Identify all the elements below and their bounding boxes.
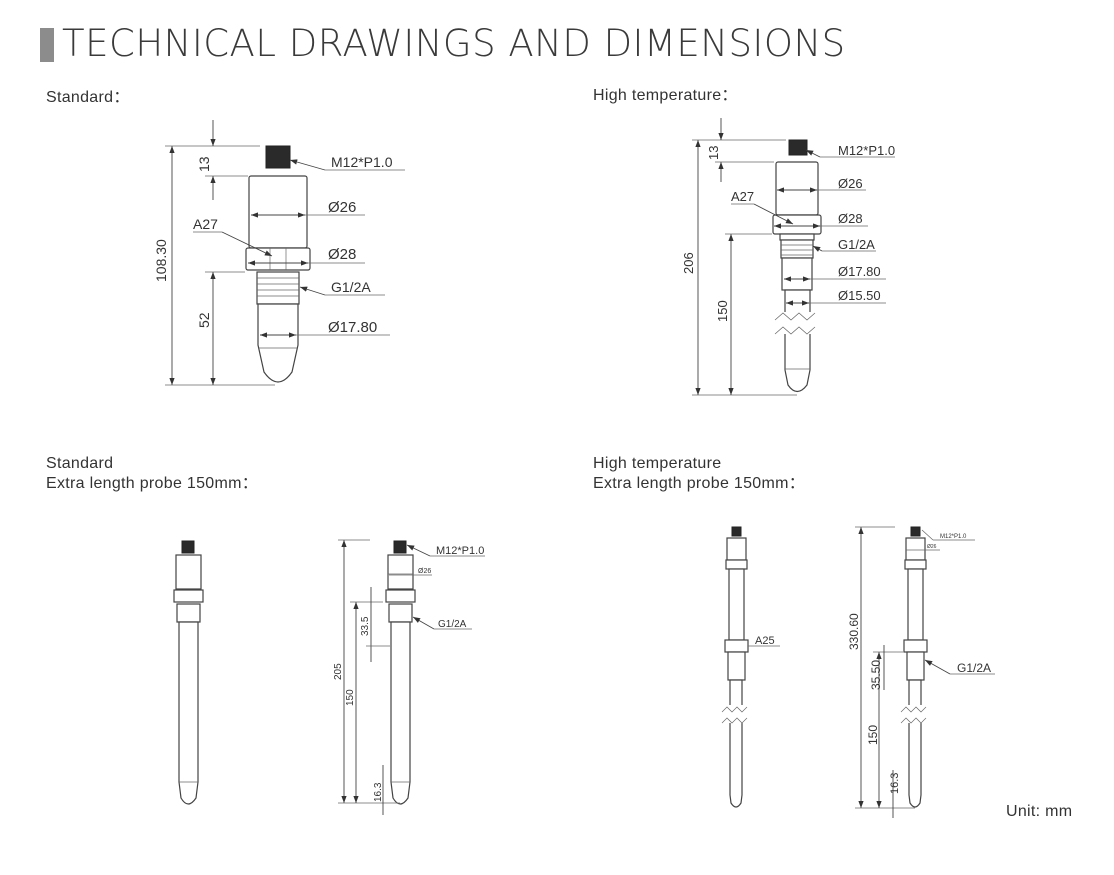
drawing-standard-extra-plain bbox=[173, 540, 204, 805]
housing bbox=[775, 161, 819, 216]
drawing-high-temperature-extra-dimensioned: 330.60 150 35.50 16.3 M12*P1.0 Ø26 G1/2A bbox=[847, 526, 995, 818]
break-line bbox=[774, 312, 816, 335]
title-accent-bar bbox=[40, 28, 54, 62]
label-thread-top: M12*P1.0 bbox=[940, 534, 967, 540]
section-label-line2: Extra length probe 150mm： bbox=[593, 475, 806, 492]
connector bbox=[788, 139, 808, 156]
label-dia-shaft: Ø17.80 bbox=[328, 319, 377, 336]
dim-total: 206 bbox=[681, 252, 696, 274]
collar bbox=[779, 233, 815, 241]
label-dia-body: Ø26 bbox=[328, 199, 356, 216]
label-dia-nut: Ø28 bbox=[328, 246, 356, 263]
page-title: TECHNICAL DRAWINGS AND DIMENSIONS bbox=[62, 22, 846, 65]
unit-label: Unit: mm bbox=[1006, 803, 1073, 820]
label-wrench-size: A27 bbox=[193, 216, 218, 232]
dim-tip: 16.3 bbox=[889, 773, 901, 794]
section-label-high-temperature-extra: High temperature Extra length probe 150m… bbox=[593, 454, 805, 494]
shaft bbox=[781, 257, 813, 291]
label-wrench-size: A27 bbox=[731, 189, 754, 204]
dim-total: 108.30 bbox=[153, 239, 169, 282]
label-thread-top: M12*P1.0 bbox=[838, 143, 895, 158]
drawing-standard-extra-dimensioned: 205 150 33.5 16.3 M12*P1.0 Ø26 G1/2A bbox=[333, 539, 485, 815]
label-wrench-size: A25 bbox=[755, 635, 775, 647]
dim-top: 13 bbox=[196, 156, 212, 172]
dim-lower: 52 bbox=[196, 312, 212, 328]
dim-top: 13 bbox=[706, 146, 721, 160]
label-thread-top: M12*P1.0 bbox=[331, 154, 393, 170]
label-thread: G1/2A bbox=[957, 661, 991, 675]
label-dia-body: Ø26 bbox=[418, 568, 431, 575]
label-dia-body: Ø26 bbox=[838, 176, 863, 191]
section-label-standard: Standard： bbox=[46, 89, 130, 106]
section-label-line1: Standard bbox=[46, 455, 114, 472]
probe-tip bbox=[257, 303, 299, 383]
dim-probe: 150 bbox=[866, 725, 880, 745]
hex-nut bbox=[245, 247, 311, 271]
label-dia-nut: Ø28 bbox=[838, 211, 863, 226]
housing bbox=[248, 175, 308, 249]
section-label-high-temperature: High temperature： bbox=[593, 87, 738, 104]
probe-tip bbox=[784, 289, 811, 393]
label-dia-shaft: Ø17.80 bbox=[838, 264, 881, 279]
label-dia-probe: Ø15.50 bbox=[838, 288, 881, 303]
drawing-high-temperature-extra-plain: A25 bbox=[721, 526, 780, 808]
section-label-standard-extra: Standard Extra length probe 150mm： bbox=[46, 454, 258, 494]
thread bbox=[256, 271, 300, 305]
dim-probe: 150 bbox=[345, 689, 356, 706]
dim-thread: 35.50 bbox=[869, 660, 883, 690]
connector bbox=[265, 145, 291, 169]
dim-lower: 150 bbox=[715, 300, 730, 322]
section-label-line1: High temperature bbox=[593, 455, 722, 472]
label-thread-top: M12*P1.0 bbox=[436, 545, 484, 557]
dim-total: 205 bbox=[333, 663, 344, 680]
label-thread: G1/2A bbox=[438, 619, 467, 630]
label-dia-body: Ø26 bbox=[927, 544, 937, 550]
dim-tip: 16.3 bbox=[373, 782, 384, 802]
drawing-standard: 108.30 13 52 M12*P1.0 Ø26 A27 Ø28 G1/2A … bbox=[153, 120, 405, 386]
dim-thread: 33.5 bbox=[360, 616, 371, 636]
label-thread: G1/2A bbox=[331, 279, 371, 295]
drawing-high-temperature: 206 13 150 M12*P1.0 Ø26 A27 Ø28 G1/2A Ø1… bbox=[681, 118, 895, 396]
label-thread: G1/2A bbox=[838, 237, 875, 252]
section-label-line2: Extra length probe 150mm： bbox=[46, 475, 259, 492]
dim-total: 330.60 bbox=[847, 613, 861, 650]
